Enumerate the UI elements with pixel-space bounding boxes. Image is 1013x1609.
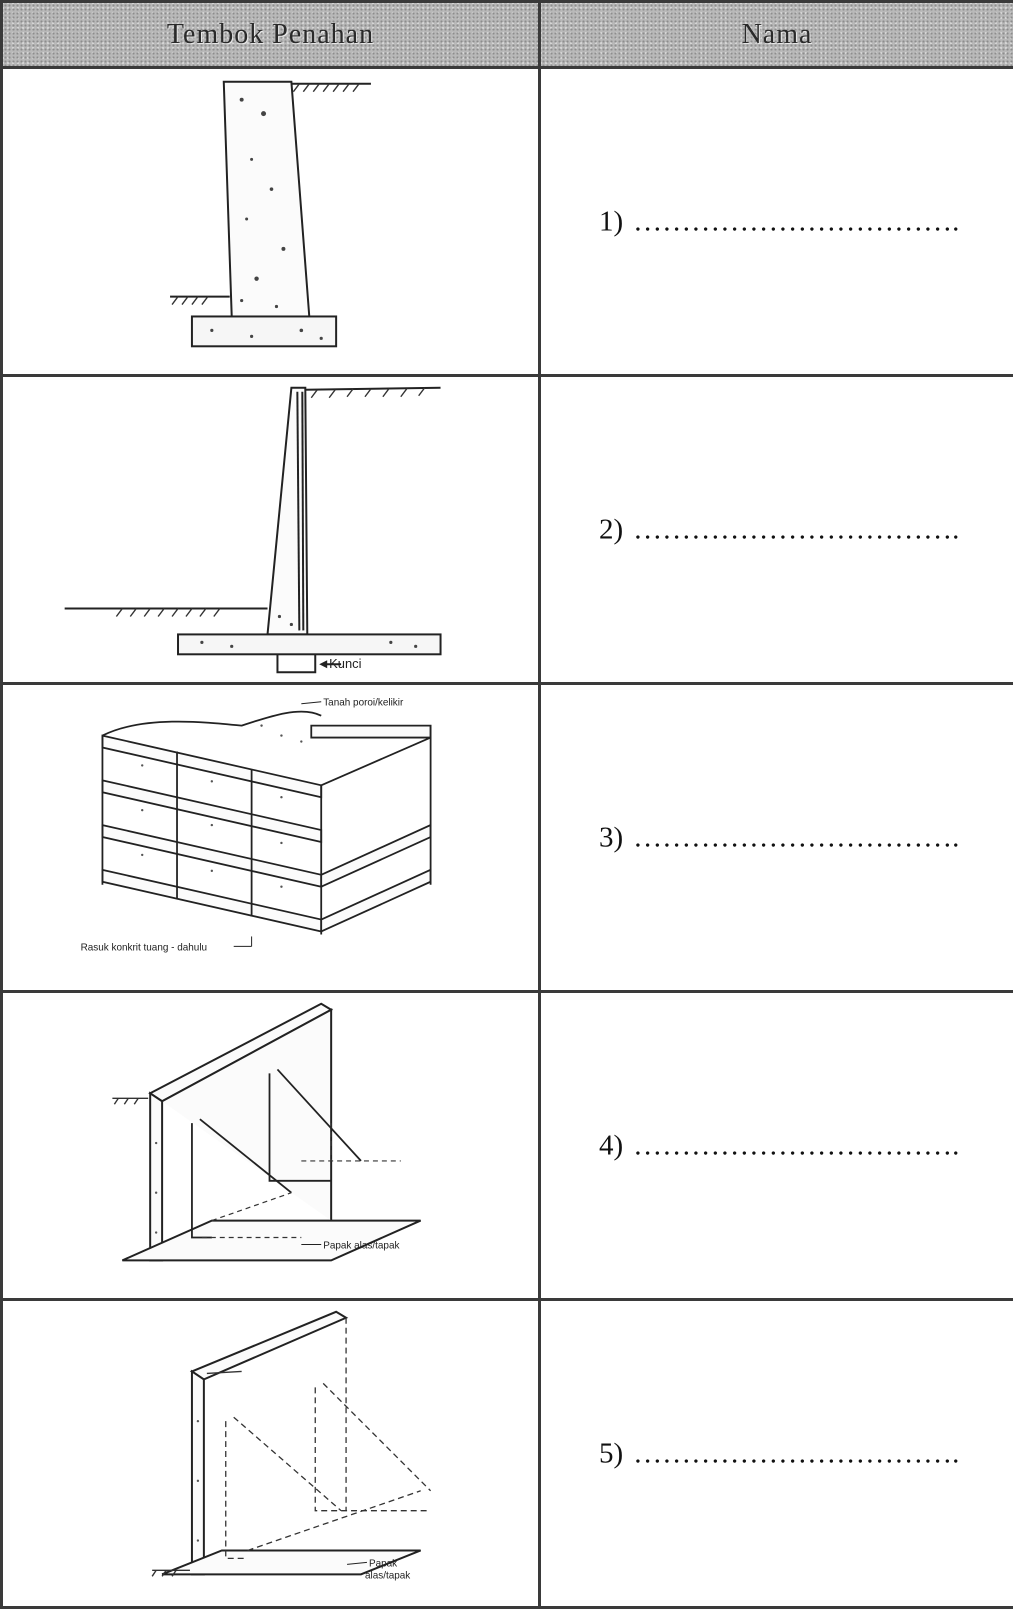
base-slab-label-top: Papak (369, 1558, 397, 1569)
table-row: Tanah poroi/kelikir Rasuk konkrit tuang … (2, 684, 1013, 992)
worksheet: Tembok Penahan Nama (0, 0, 1013, 1509)
answer-blank: ……………………………. (633, 1437, 959, 1469)
base-slab-label-bottom: alas/tapak (365, 1570, 410, 1581)
counterfort-wall-drawing: Papak alas/tapak (2, 992, 540, 1300)
answer-cell[interactable]: 3) ……………………………. (540, 684, 1013, 992)
counterfort-wall-illustration: Papak alas/tapak (3, 993, 538, 1298)
gravity-wall-illustration (3, 69, 538, 374)
table-row: 1) ……………………………. (2, 68, 1013, 376)
answer-number: 1) (599, 205, 623, 237)
base-slab-label: Papak alas/tapak (323, 1240, 399, 1251)
header-name: Nama (540, 2, 1013, 68)
answer-number: 2) (599, 513, 623, 545)
answer-line: 4) ……………………………. (599, 1129, 959, 1162)
answer-line: 3) ……………………………. (599, 821, 959, 854)
answer-number: 4) (599, 1129, 623, 1161)
table-row: Papak alas/tapak 4) ……………………………. (2, 992, 1013, 1300)
table-row: Kunci 2) ……………………………. (2, 376, 1013, 684)
table-row: Papak alas/tapak 5) ……………………………. (2, 1300, 1013, 1608)
answer-line: 1) ……………………………. (599, 205, 959, 238)
answer-number: 5) (599, 1437, 623, 1469)
fill-label: Tanah poroi/kelikir (323, 698, 404, 709)
key-label: Kunci (329, 656, 361, 671)
answer-cell[interactable]: 4) ……………………………. (540, 992, 1013, 1300)
answer-line: 2) ……………………………. (599, 513, 959, 546)
answer-cell[interactable]: 5) ……………………………. (540, 1300, 1013, 1608)
buttress-wall-drawing: Papak alas/tapak (2, 1300, 540, 1608)
answer-cell[interactable]: 2) ……………………………. (540, 376, 1013, 684)
answer-cell[interactable]: 1) ……………………………. (540, 68, 1013, 376)
answer-blank: ……………………………. (633, 513, 959, 545)
cantilever-wall-drawing: Kunci (2, 376, 540, 684)
crib-wall-illustration: Tanah poroi/kelikir Rasuk konkrit tuang … (3, 685, 538, 990)
buttress-wall-illustration: Papak alas/tapak (3, 1301, 538, 1606)
answer-blank: ……………………………. (633, 205, 959, 237)
precast-beam-label: Rasuk konkrit tuang - dahulu (81, 942, 208, 953)
gravity-wall-drawing (2, 68, 540, 376)
crib-wall-drawing: Tanah poroi/kelikir Rasuk konkrit tuang … (2, 684, 540, 992)
answer-blank: ……………………………. (633, 1129, 959, 1161)
cantilever-wall-illustration: Kunci (3, 377, 538, 682)
header-retaining-wall: Tembok Penahan (2, 2, 540, 68)
answer-number: 3) (599, 821, 623, 853)
answer-blank: ……………………………. (633, 821, 959, 853)
answer-line: 5) ……………………………. (599, 1437, 959, 1470)
